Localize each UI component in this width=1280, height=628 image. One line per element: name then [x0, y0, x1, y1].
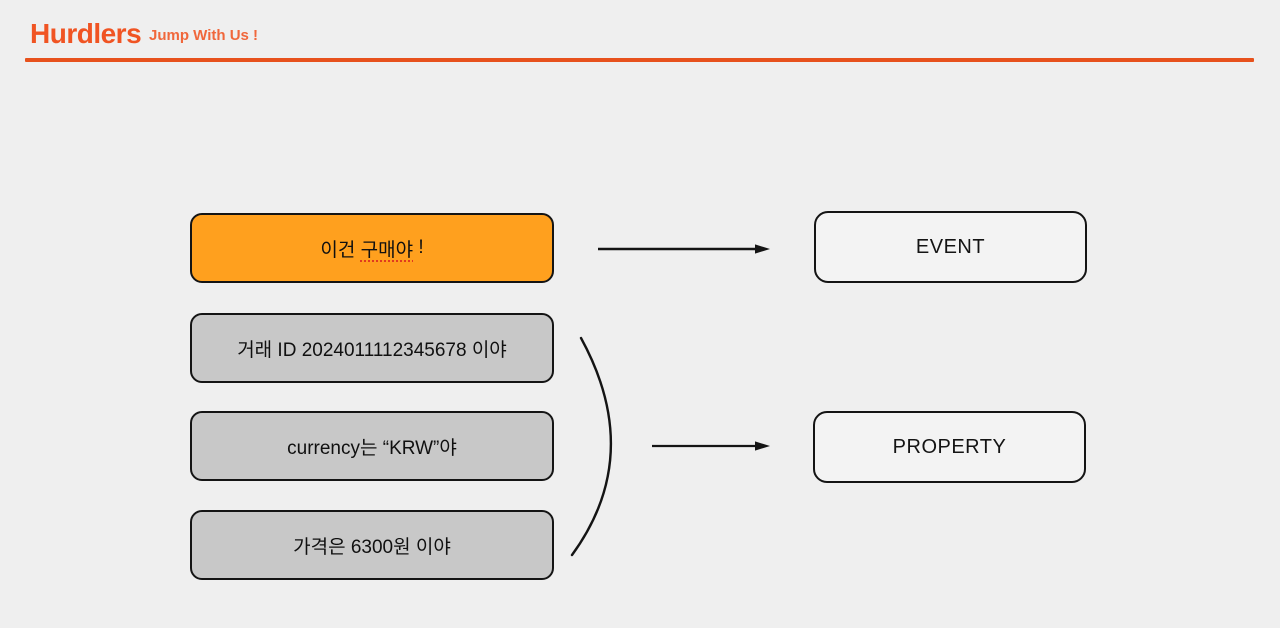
bubble-event-message: 이건 구매야 !	[190, 213, 554, 283]
arrow-to-event-head	[755, 244, 770, 254]
bubble-event-text-spellchecked: 구매야	[360, 239, 414, 261]
arrow-to-property-head	[755, 441, 770, 451]
bubble-price-label: 가격은 6300원 이야	[293, 536, 451, 558]
event-target-label: EVENT	[915, 235, 986, 258]
header-divider	[25, 58, 1254, 62]
event-target-box: EVENT	[814, 211, 1087, 283]
bubble-transaction-id-label: 거래 ID 2024011112345678 이야	[237, 339, 507, 361]
property-target-box: PROPERTY	[813, 411, 1086, 483]
brand-logo: Hurdlers	[30, 18, 142, 49]
brand-tagline: Jump With Us !	[149, 27, 259, 44]
bubble-event-text-prefix: 이건	[320, 239, 361, 261]
grouping-curve	[570, 336, 612, 557]
bubble-currency-label: currency는 “KRW”야	[287, 437, 457, 459]
bubble-event-text-suffix: !	[413, 237, 424, 258]
property-target-label: PROPERTY	[892, 435, 1007, 458]
bubble-transaction-id: 거래 ID 2024011112345678 이야	[190, 313, 554, 383]
bubble-price: 가격은 6300원 이야	[190, 510, 554, 580]
bubble-currency: currency는 “KRW”야	[190, 411, 554, 481]
